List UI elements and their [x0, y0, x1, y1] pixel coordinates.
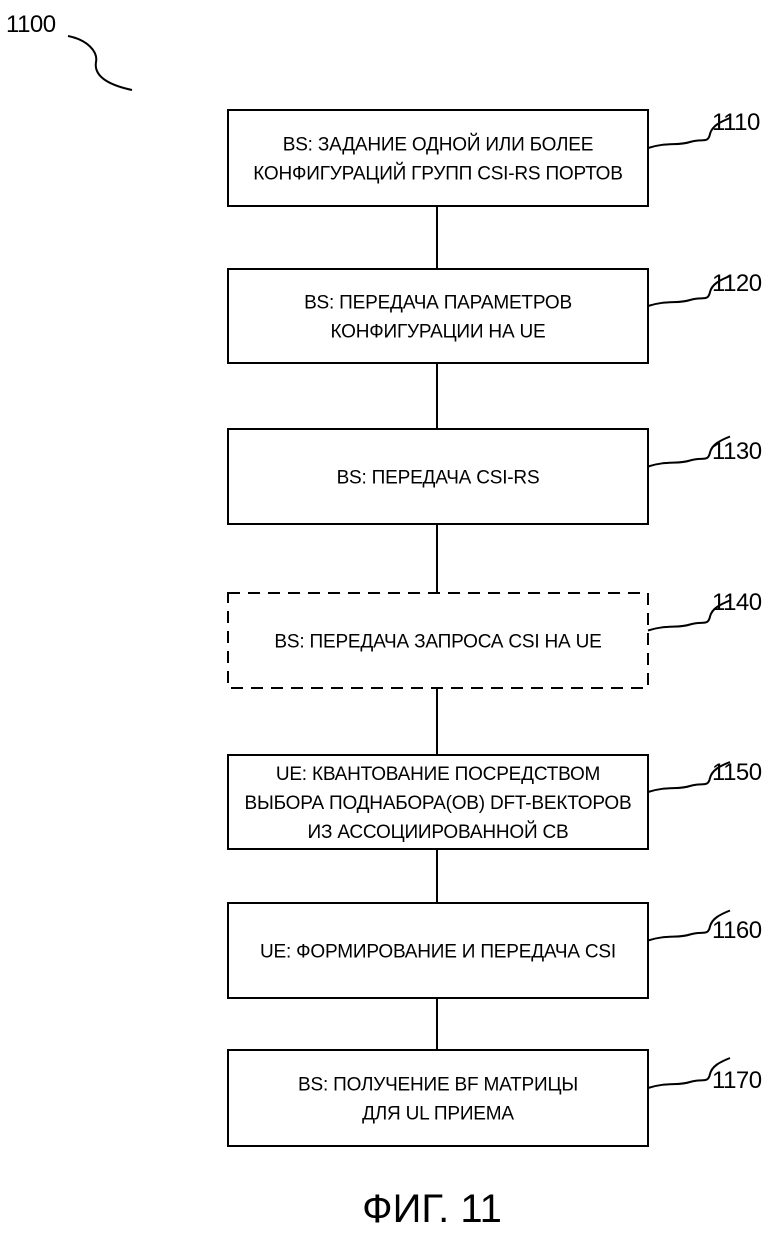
step-1120: BS: ПЕРЕДАЧА ПАРАМЕТРОВ КОНФИГУРАЦИИ НА U…: [228, 269, 762, 429]
step-text-line: КОНФИГУРАЦИИ НА UE: [330, 322, 545, 343]
step-text-line: BS: ПЕРЕДАЧА CSI-RS: [337, 468, 540, 489]
step-box: [228, 110, 648, 206]
step-box: [228, 269, 648, 363]
step-text-line: КОНФИГУРАЦИЙ ГРУПП CSI-RS ПОРТОВ: [253, 163, 622, 185]
step-text-line: ВЫБОРА ПОДНАБОРА(ОВ) DFT-ВЕКТОРОВ: [245, 793, 632, 814]
step-text-line: ИЗ АССОЦИИРОВАННОЙ CB: [308, 821, 569, 843]
step-1160: UE: ФОРМИРОВАНИЕ И ПЕРЕДАЧА CSI 1160: [228, 903, 762, 1050]
step-text-line: BS: ЗАДАНИЕ ОДНОЙ ИЛИ БОЛЕЕ: [283, 134, 594, 156]
step-text-line: BS: ПЕРЕДАЧА ЗАПРОСА CSI НА UE: [274, 632, 601, 653]
step-text-line: BS: ПОЛУЧЕНИЕ BF МАТРИЦЫ: [298, 1075, 578, 1096]
figure-caption: ФИГ. 11: [362, 1187, 502, 1231]
step-ref-label: 1170: [712, 1067, 762, 1094]
step-ref-label: 1150: [712, 759, 762, 786]
step-1130: BS: ПЕРЕДАЧА CSI-RS1130: [228, 429, 762, 593]
step-ref-label: 1120: [712, 270, 762, 297]
step-text-line: ДЛЯ UL ПРИЕМА: [362, 1104, 514, 1125]
figure-ref-label: 1100: [6, 11, 56, 38]
step-1170: BS: ПОЛУЧЕНИЕ BF МАТРИЦЫ ДЛЯ UL ПРИЕМА 117…: [228, 1050, 762, 1146]
figure-ref-leader: [68, 36, 132, 90]
steps-layer: BS: ЗАДАНИЕ ОДНОЙ ИЛИ БОЛЕЕ КОНФИГУРАЦИЙ …: [228, 109, 762, 1146]
step-1150: UE: КВАНТОВАНИЕ ПОСРЕДСТВОМ ВЫБОРА ПОДНАБ…: [228, 755, 762, 903]
step-text-line: BS: ПЕРЕДАЧА ПАРАМЕТРОВ: [304, 293, 572, 314]
step-text-line: UE: КВАНТОВАНИЕ ПОСРЕДСТВОМ: [276, 764, 600, 785]
step-1110: BS: ЗАДАНИЕ ОДНОЙ ИЛИ БОЛЕЕ КОНФИГУРАЦИЙ …: [228, 109, 760, 269]
step-ref-label: 1140: [712, 589, 762, 616]
step-text-line: UE: ФОРМИРОВАНИЕ И ПЕРЕДАЧА CSI: [260, 942, 616, 963]
step-1140: BS: ПЕРЕДАЧА ЗАПРОСА CSI НА UE 1140: [228, 589, 762, 755]
step-box: [228, 1050, 648, 1146]
step-ref-label: 1160: [712, 917, 762, 944]
